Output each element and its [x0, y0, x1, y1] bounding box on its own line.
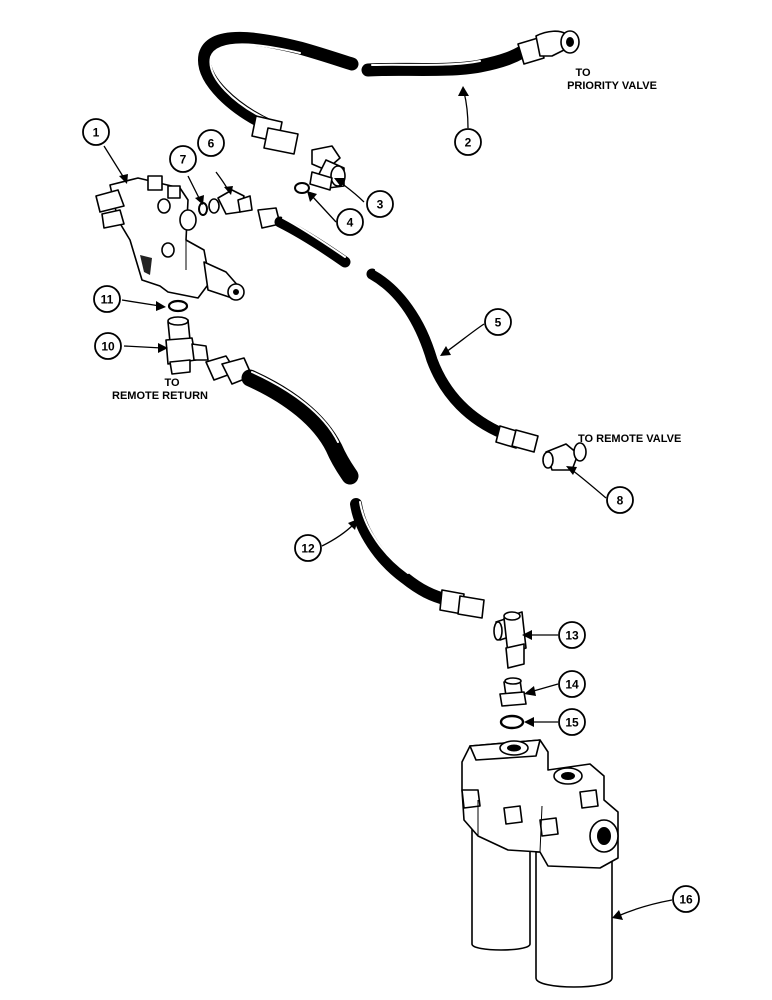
- callout-12: 12: [294, 534, 322, 562]
- svg-text:3: 3: [377, 198, 384, 212]
- label-to-priority-valve-line2: PRIORITY VALVE: [567, 80, 657, 92]
- label-to-remote-return-line2: REMOTE RETURN: [112, 390, 208, 402]
- svg-text:12: 12: [301, 542, 315, 556]
- label-to-remote-return-line1: TO: [164, 377, 180, 389]
- tee-fitting-10: [165, 316, 209, 375]
- callout-4: 4: [336, 208, 364, 236]
- hose-12: [205, 355, 485, 619]
- svg-text:14: 14: [565, 678, 579, 692]
- svg-text:10: 10: [101, 340, 115, 354]
- callout-13: 13: [558, 621, 586, 649]
- label-to-priority-valve-line1: TO: [575, 67, 591, 79]
- callout-14: 14: [558, 670, 586, 698]
- callout-10: 10: [94, 332, 122, 360]
- filter-assembly-16: [461, 739, 619, 988]
- callout-11: 11: [93, 285, 121, 313]
- svg-text:8: 8: [617, 494, 624, 508]
- callout-7: 7: [169, 145, 197, 173]
- svg-text:7: 7: [180, 153, 187, 167]
- label-to-remote-valve: TO REMOTE VALVE: [578, 433, 681, 445]
- elbow-fitting-3: [309, 145, 346, 191]
- adapter-fitting-14: [499, 677, 527, 707]
- svg-text:5: 5: [495, 316, 502, 330]
- svg-text:6: 6: [208, 137, 215, 151]
- callout-1: 1: [82, 118, 110, 146]
- callout-6: 6: [197, 129, 225, 157]
- svg-text:2: 2: [465, 136, 472, 150]
- tee-fitting-13: [493, 611, 527, 669]
- callout-8: 8: [606, 486, 634, 514]
- leader-lines: [103, 86, 673, 920]
- valve-body-1: [95, 175, 245, 301]
- hose-5: [257, 207, 539, 453]
- elbow-fitting-8: [542, 442, 587, 471]
- hose-2: [198, 30, 580, 155]
- callout-15: 15: [558, 708, 586, 736]
- svg-text:1: 1: [93, 126, 100, 140]
- callout-16: 16: [672, 885, 700, 913]
- svg-text:15: 15: [565, 716, 579, 730]
- o-ring-15: [499, 714, 525, 730]
- elbow-fitting-6: [208, 189, 253, 215]
- svg-text:11: 11: [101, 293, 114, 307]
- callout-3: 3: [366, 190, 394, 218]
- o-ring-11: [167, 299, 189, 313]
- callout-5: 5: [484, 308, 512, 336]
- o-ring-4: [294, 182, 310, 194]
- svg-text:16: 16: [679, 893, 693, 907]
- svg-text:4: 4: [347, 216, 354, 230]
- callout-2: 2: [454, 128, 482, 156]
- svg-text:13: 13: [565, 629, 579, 643]
